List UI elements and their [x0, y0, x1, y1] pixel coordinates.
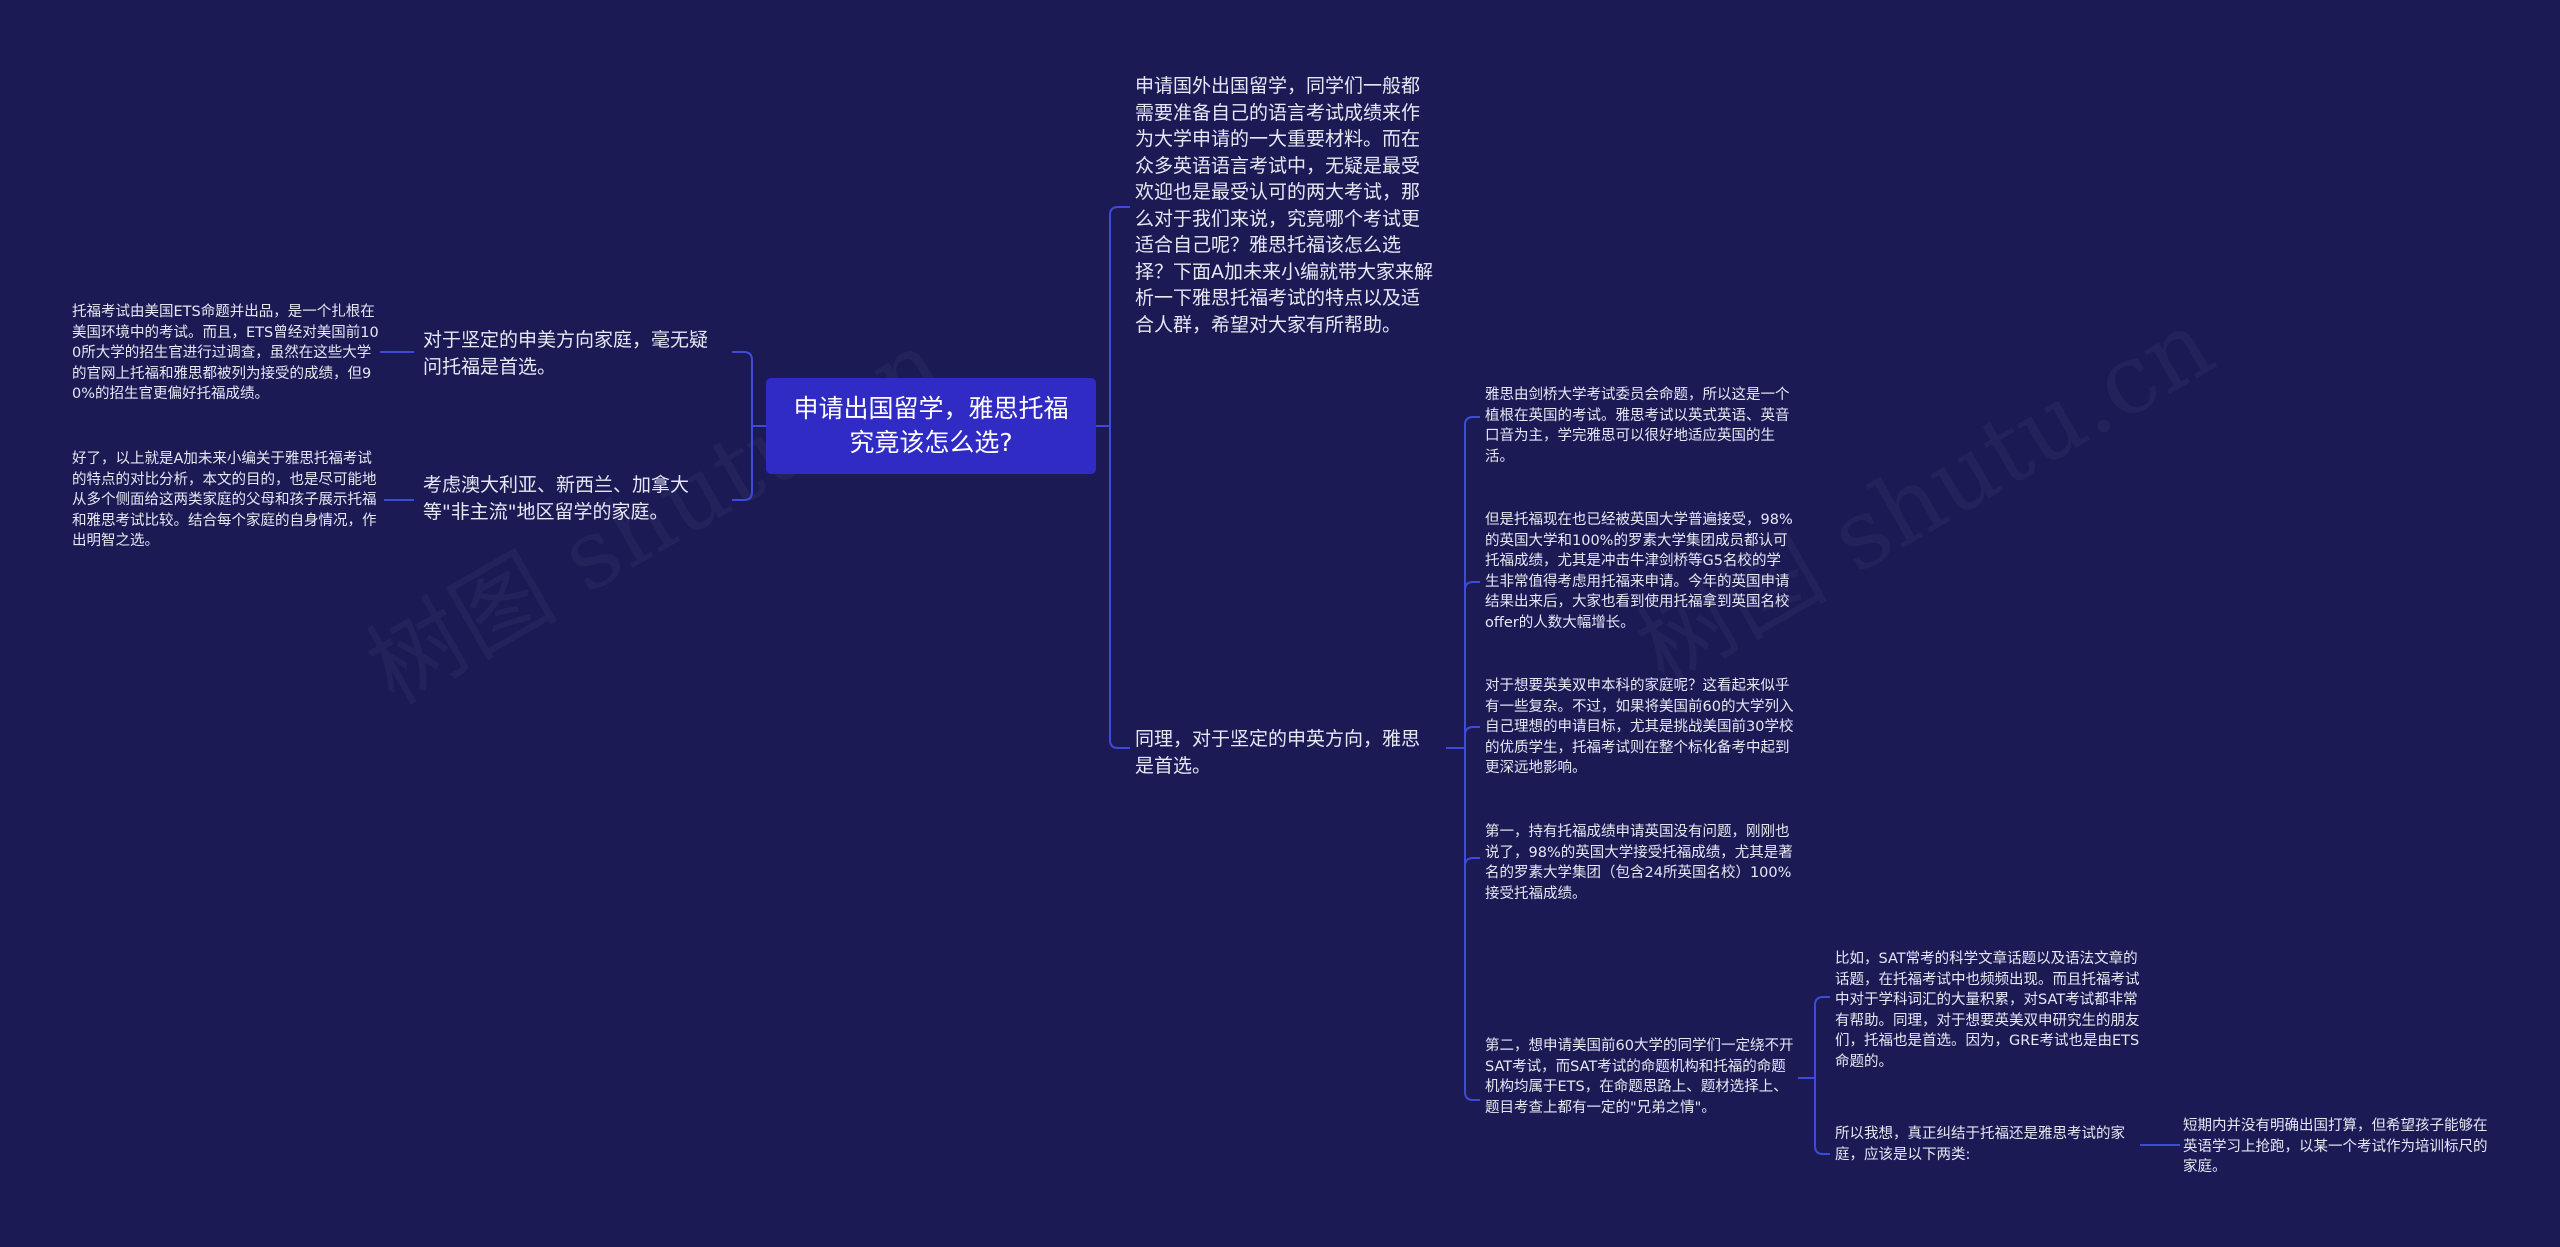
uk-detail-toefl-accepted[interactable]: 但是托福现在也已经被英国大学普遍接受，98%的英国大学和100%的罗素大学集团成…: [1485, 512, 1793, 631]
left-detail-toefl[interactable]: 托福考试由美国ETS命题并出品，是一个扎根在美国环境中的考试。而且，ETS曾经对…: [72, 304, 379, 402]
root-topic[interactable]: 申请出国留学，雅思托福究竟该怎么选?: [766, 378, 1096, 474]
sub-detail-conclusion[interactable]: 所以我想，真正纠结于托福还是雅思考试的家庭，应该是以下两类:: [1835, 1126, 2125, 1163]
leaf-detail-family-type[interactable]: 短期内并没有明确出国打算，但希望孩子能够在英语学习上抢跑，以某一个考试作为培训标…: [2183, 1118, 2488, 1175]
connector-second-sub: [1798, 996, 1830, 1155]
connector-root-left: [732, 351, 766, 501]
right-branch-uk[interactable]: 同理，对于坚定的申英方向，雅思是首选。: [1135, 728, 1421, 777]
sub-detail-sat-example[interactable]: 比如，SAT常考的科学文章话题以及语法文章的话题，在托福考试中也频频出现。而且托…: [1835, 951, 2140, 1070]
watermark: 树图 shutu.cn: [1608, 269, 2233, 710]
connector-uk-children: [1446, 416, 1480, 1101]
left-detail-summary[interactable]: 好了，以上就是A加未来小编关于雅思托福考试的特点的对比分析，本文的目的，也是尽可…: [72, 451, 377, 549]
right-branch-intro[interactable]: 申请国外出国留学，同学们一般都需要准备自己的语言考试成绩来作为大学申请的一大重要…: [1135, 75, 1433, 336]
uk-detail-point-two[interactable]: 第二，想申请美国前60大学的同学们一定绕不开SAT考试，而SAT考试的命题机构和…: [1485, 1038, 1794, 1116]
left-branch-other-countries[interactable]: 考虑澳大利亚、新西兰、加拿大等"非主流"地区留学的家庭。: [423, 474, 690, 523]
uk-detail-ielts[interactable]: 雅思由剑桥大学考试委员会命题，所以这是一个植根在英国的考试。雅思考试以英式英语、…: [1485, 387, 1790, 465]
uk-detail-point-one[interactable]: 第一，持有托福成绩申请英国没有问题，刚刚也说了，98%的英国大学接受托福成绩，尤…: [1485, 824, 1793, 902]
connector-root-right: [1096, 206, 1130, 749]
left-branch-us[interactable]: 对于坚定的申美方向家庭，毫无疑问托福是首选。: [423, 329, 709, 378]
uk-detail-dual-application[interactable]: 对于想要英美双申本科的家庭呢？这看起来似乎有一些复杂。不过，如果将美国前60的大…: [1485, 678, 1794, 776]
